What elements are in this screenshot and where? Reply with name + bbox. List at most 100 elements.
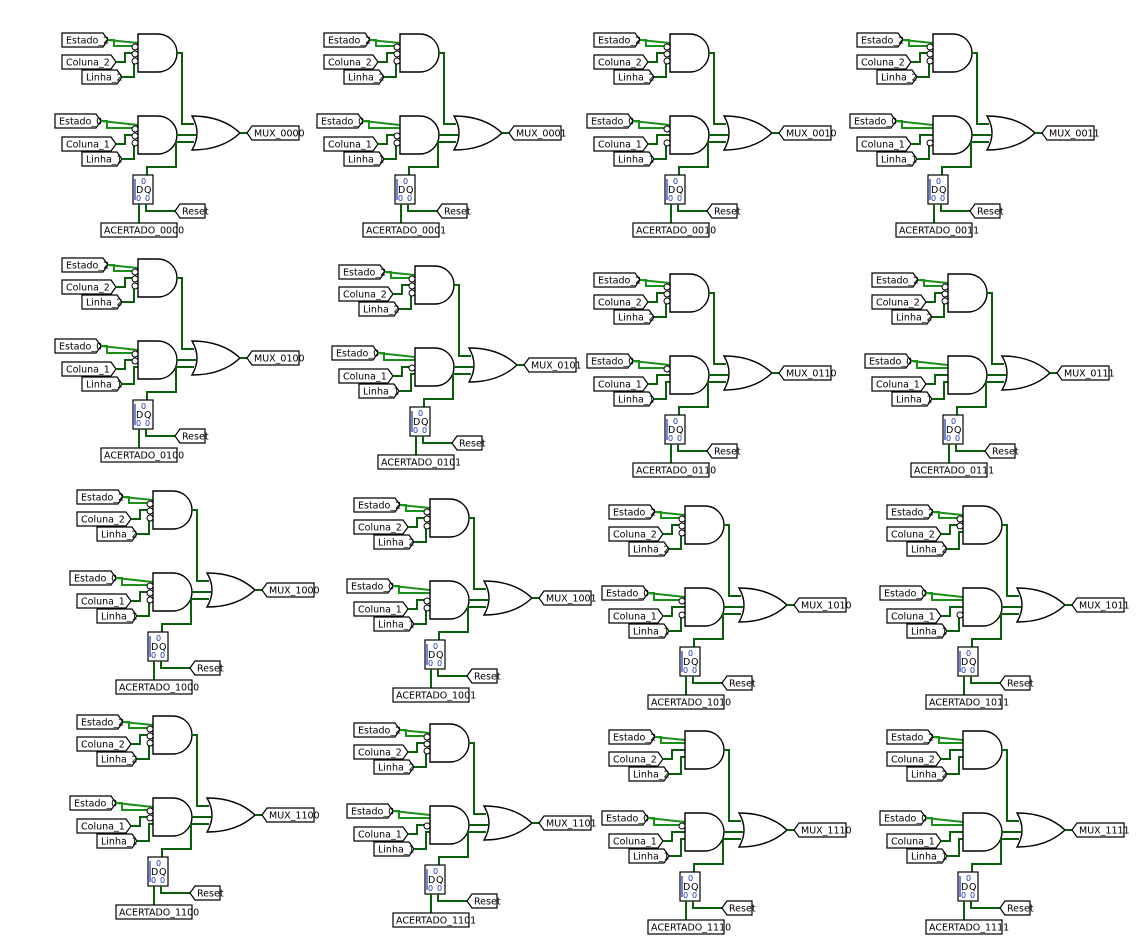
input-linha-1-box[interactable]	[628, 848, 670, 864]
input-estado-0-box[interactable]	[54, 113, 102, 129]
input-coluna-1-box[interactable]	[61, 136, 117, 152]
input-linha-2-box[interactable]	[906, 541, 948, 557]
flipflop-body[interactable]	[664, 174, 686, 205]
input-coluna-2-box[interactable]	[856, 54, 912, 70]
acertado-box-0000[interactable]	[100, 222, 178, 238]
input-estado-0-box[interactable]	[316, 113, 364, 129]
input-linha-1-box[interactable]	[628, 623, 670, 639]
flipflop-body[interactable]	[424, 639, 446, 670]
input-linha-2-box[interactable]	[81, 69, 123, 85]
reset-tag-box[interactable]	[451, 435, 483, 451]
input-estado-0-box[interactable]	[849, 113, 897, 129]
input-coluna-2-box[interactable]	[886, 526, 942, 542]
acertado-box-0001[interactable]	[362, 222, 440, 238]
input-linha-2-box[interactable]	[891, 309, 933, 325]
reset-tag-box[interactable]	[721, 900, 753, 916]
input-estado-0-box[interactable]	[864, 353, 912, 369]
output-mux-1001-box[interactable]	[538, 590, 592, 606]
input-estado-2-box[interactable]	[353, 497, 401, 513]
input-coluna-2-box[interactable]	[593, 294, 649, 310]
output-mux-0000-box[interactable]	[246, 125, 300, 141]
input-coluna-1-box[interactable]	[76, 818, 132, 834]
output-mux-0110-box[interactable]	[778, 365, 832, 381]
input-estado-2-box[interactable]	[61, 257, 109, 273]
input-coluna-2-box[interactable]	[608, 526, 664, 542]
flipflop-body[interactable]	[424, 864, 446, 895]
input-estado-2-box[interactable]	[593, 32, 641, 48]
input-coluna-2-box[interactable]	[353, 519, 409, 535]
flipflop-body[interactable]	[957, 871, 979, 902]
acertado-box-1010[interactable]	[647, 694, 725, 710]
input-estado-2-box[interactable]	[61, 32, 109, 48]
input-estado-2-box[interactable]	[353, 722, 401, 738]
reset-tag-box[interactable]	[174, 428, 206, 444]
input-estado-2-box[interactable]	[608, 729, 656, 745]
input-linha-1-box[interactable]	[876, 151, 918, 167]
input-linha-1-box[interactable]	[906, 848, 948, 864]
input-linha-2-box[interactable]	[96, 751, 138, 767]
acertado-box-1101[interactable]	[392, 912, 470, 928]
reset-tag-box[interactable]	[189, 885, 221, 901]
input-linha-1-box[interactable]	[613, 391, 655, 407]
flipflop-body[interactable]	[679, 871, 701, 902]
input-linha-1-box[interactable]	[343, 151, 385, 167]
flipflop-body[interactable]	[132, 399, 154, 430]
flipflop-body[interactable]	[957, 646, 979, 677]
input-linha-2-box[interactable]	[613, 309, 655, 325]
input-linha-1-box[interactable]	[891, 391, 933, 407]
input-coluna-2-box[interactable]	[608, 751, 664, 767]
input-coluna-1-box[interactable]	[593, 376, 649, 392]
flipflop-body[interactable]	[147, 856, 169, 887]
input-estado-0-box[interactable]	[69, 570, 117, 586]
input-estado-0-box[interactable]	[69, 795, 117, 811]
input-estado-0-box[interactable]	[601, 810, 649, 826]
input-linha-2-box[interactable]	[906, 766, 948, 782]
input-coluna-1-box[interactable]	[608, 608, 664, 624]
input-estado-0-box[interactable]	[346, 803, 394, 819]
input-coluna-2-box[interactable]	[61, 54, 117, 70]
flipflop-body[interactable]	[394, 174, 416, 205]
input-coluna-1-box[interactable]	[886, 833, 942, 849]
input-linha-1-box[interactable]	[373, 841, 415, 857]
input-linha-2-box[interactable]	[613, 69, 655, 85]
acertado-box-1111[interactable]	[925, 919, 1003, 935]
input-coluna-1-box[interactable]	[886, 608, 942, 624]
input-coluna-2-box[interactable]	[353, 744, 409, 760]
reset-tag-box[interactable]	[466, 668, 498, 684]
reset-tag-box[interactable]	[999, 675, 1031, 691]
flipflop-body[interactable]	[132, 174, 154, 205]
input-linha-2-box[interactable]	[628, 766, 670, 782]
input-coluna-2-box[interactable]	[76, 736, 132, 752]
input-linha-1-box[interactable]	[81, 376, 123, 392]
input-linha-1-box[interactable]	[96, 833, 138, 849]
reset-tag-box[interactable]	[721, 675, 753, 691]
input-estado-2-box[interactable]	[593, 272, 641, 288]
acertado-box-1100[interactable]	[115, 904, 193, 920]
input-estado-2-box[interactable]	[76, 714, 124, 730]
reset-tag-box[interactable]	[999, 900, 1031, 916]
acertado-box-1001[interactable]	[392, 687, 470, 703]
output-mux-1101-box[interactable]	[538, 815, 592, 831]
input-coluna-1-box[interactable]	[76, 593, 132, 609]
input-coluna-1-box[interactable]	[353, 601, 409, 617]
input-coluna-2-box[interactable]	[593, 54, 649, 70]
output-mux-1010-box[interactable]	[793, 597, 847, 613]
input-estado-0-box[interactable]	[879, 585, 927, 601]
acertado-box-0100[interactable]	[100, 447, 178, 463]
output-mux-1111-box[interactable]	[1071, 822, 1125, 838]
input-coluna-2-box[interactable]	[886, 751, 942, 767]
input-linha-2-box[interactable]	[343, 69, 385, 85]
input-coluna-1-box[interactable]	[338, 368, 394, 384]
input-linha-2-box[interactable]	[96, 526, 138, 542]
